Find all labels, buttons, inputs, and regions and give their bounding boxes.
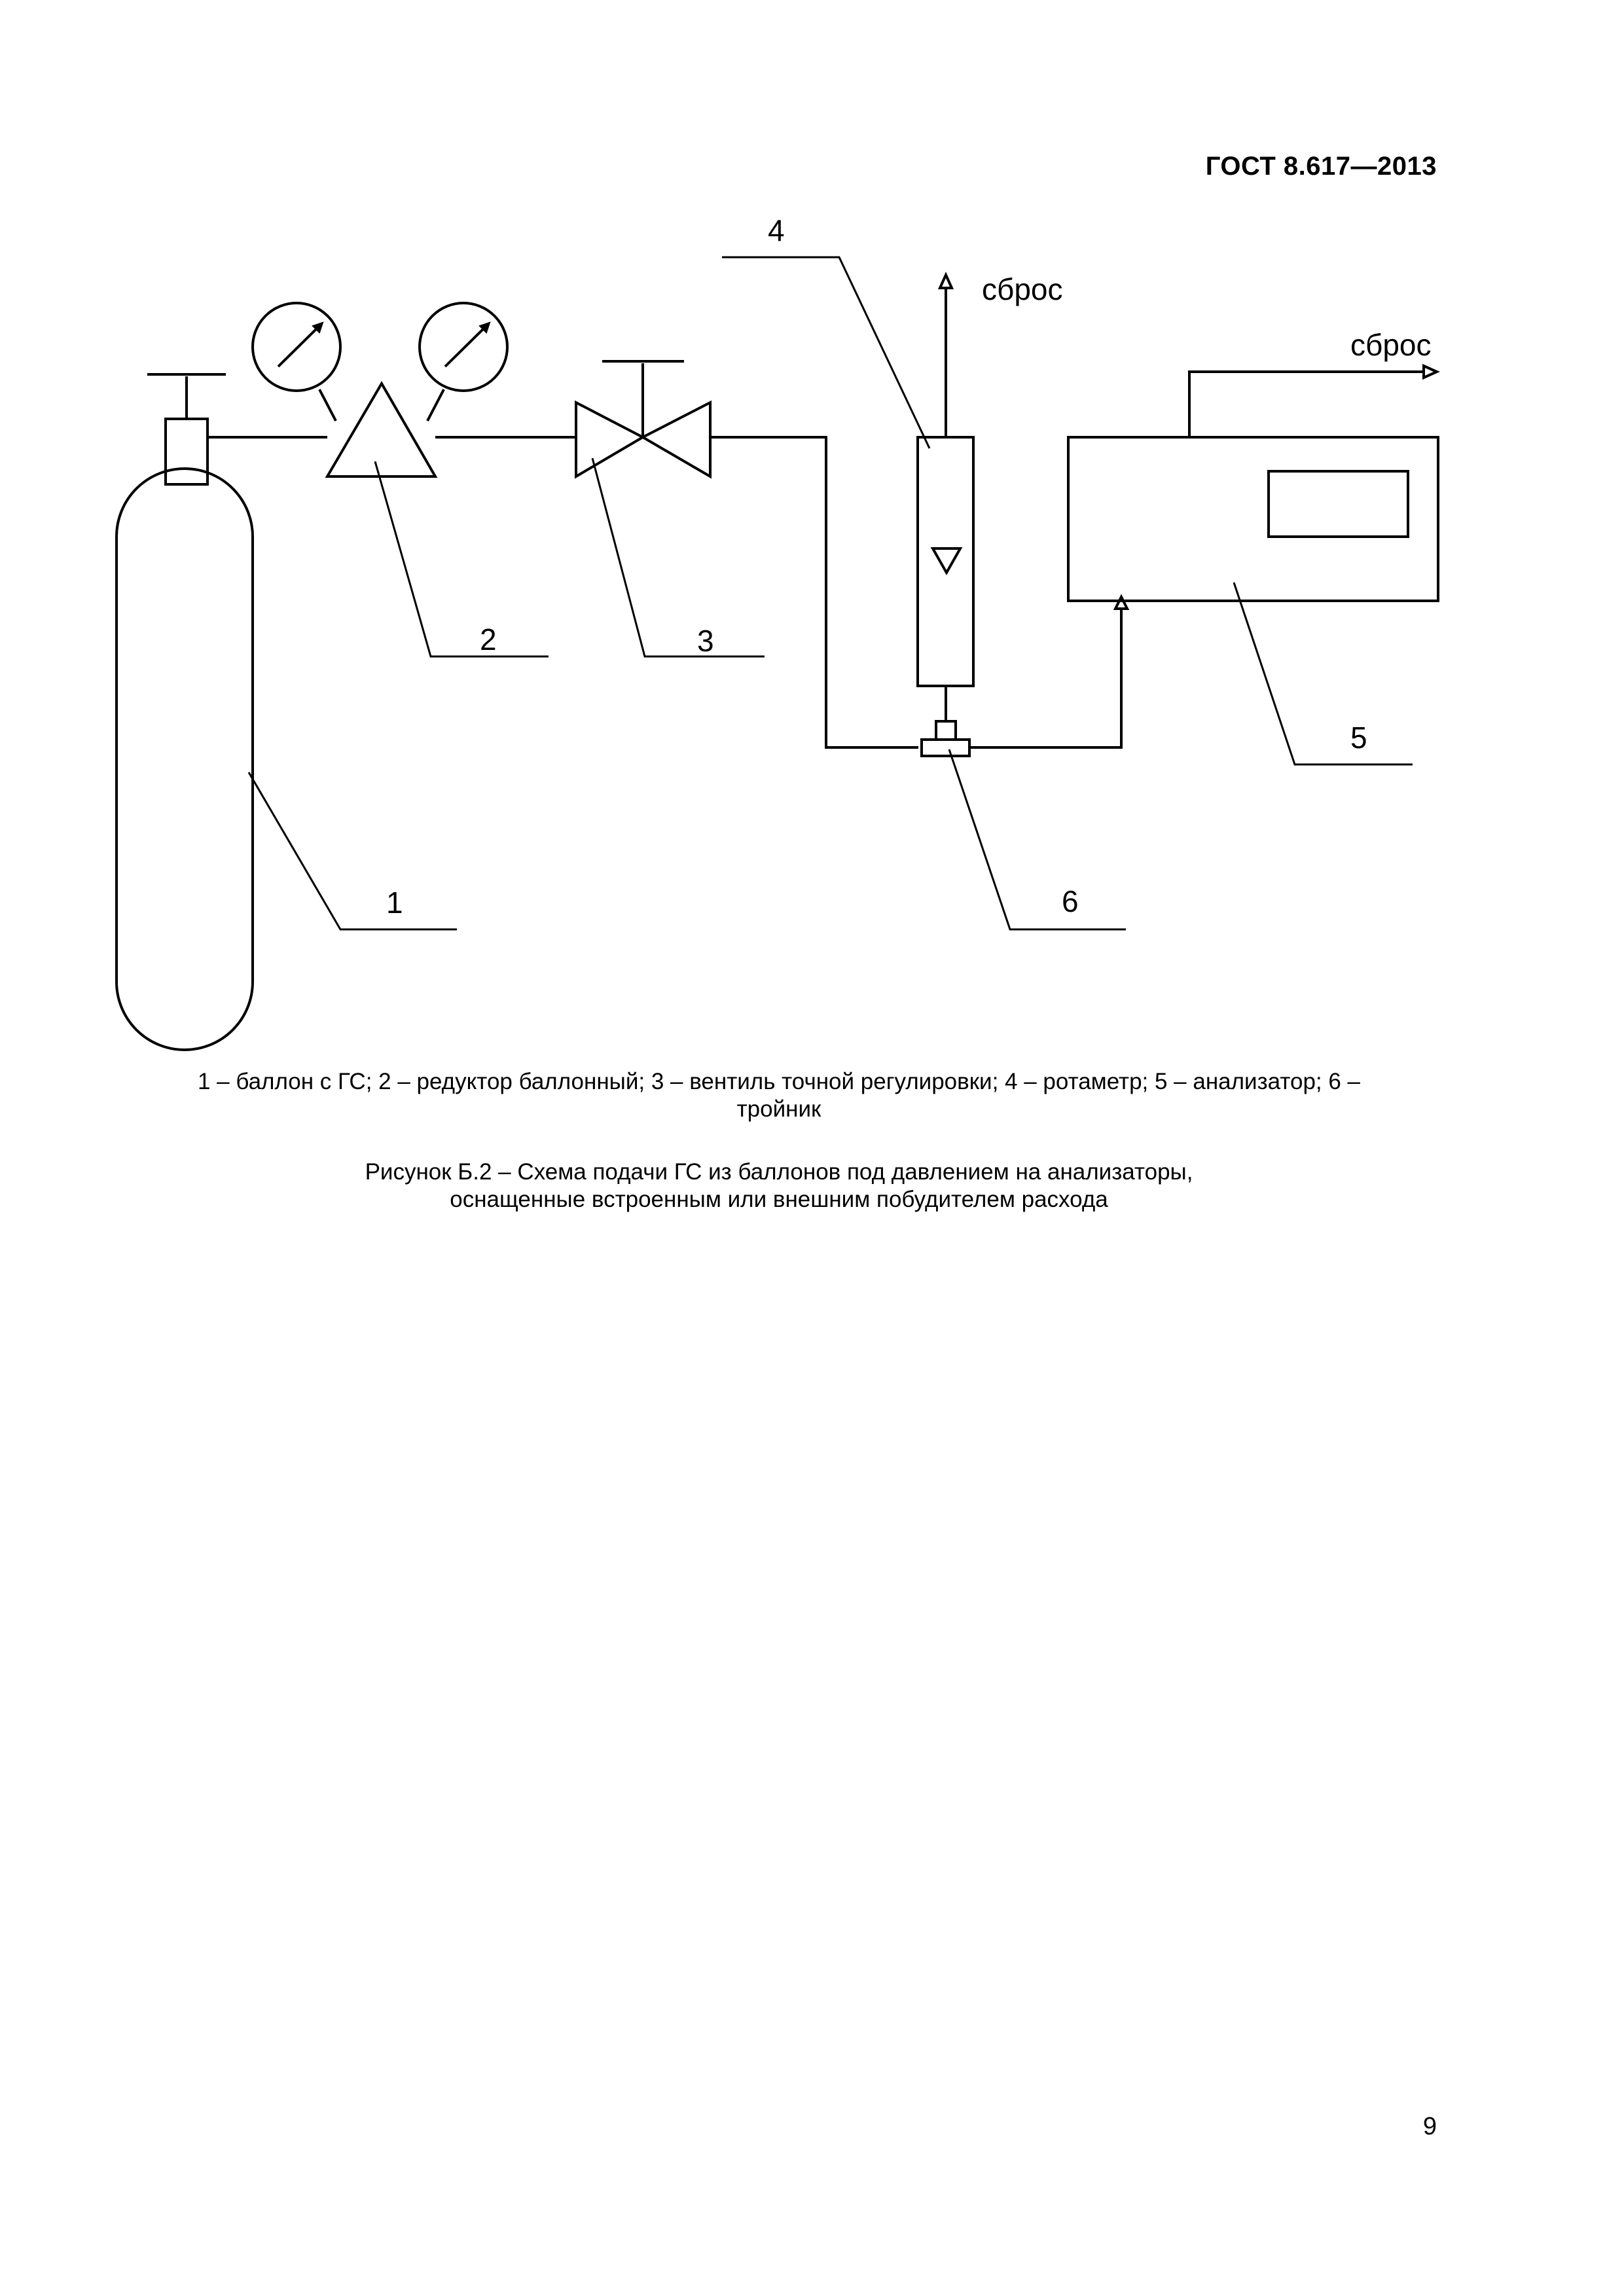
leader-4	[722, 256, 931, 449]
analyzer-inlet-arrow	[1113, 594, 1130, 610]
callout-5: 5	[1350, 721, 1367, 755]
fine-adjustment-valve	[575, 360, 712, 479]
callout-1: 1	[386, 886, 403, 920]
gauge-arrowhead-left	[312, 321, 324, 334]
callout-2: 2	[480, 622, 497, 656]
page-number: 9	[1422, 2113, 1437, 2140]
analyzer	[1067, 370, 1439, 602]
rotameter	[916, 288, 975, 687]
tee-fitting	[920, 686, 971, 757]
leader-5	[1233, 582, 1413, 766]
figure-caption-line-1: Рисунок Б.2 – Схема подачи ГС из баллоно…	[365, 1159, 1193, 1185]
leader-6	[948, 749, 1126, 931]
pipe-tee-to-analyzer	[969, 607, 1123, 749]
callout-4: 4	[768, 213, 785, 247]
rotameter-vent-arrow	[937, 272, 954, 289]
leader-3	[591, 457, 765, 658]
callout-3: 3	[697, 624, 714, 658]
leader-2	[374, 461, 549, 658]
gauge-arrowhead-right	[478, 321, 491, 334]
legend-line-1: 1 – баллон с ГС; 2 – редуктор баллонный;…	[197, 1069, 1361, 1094]
gas-cylinder	[115, 373, 254, 1051]
analyzer-vent-label: сброс	[1350, 328, 1432, 362]
legend-line-2: тройник	[736, 1096, 821, 1122]
leader-lines	[247, 256, 1413, 931]
cylinder-reducer	[251, 302, 509, 478]
analyzer-vent-arrow	[1422, 363, 1440, 380]
figure-legend: 1 – баллон с ГС; 2 – редуктор баллонный;…	[92, 1068, 1466, 1123]
document-header: ГОСТ 8.617—2013	[1205, 152, 1437, 181]
pipe-valve-to-tee	[710, 436, 918, 749]
gas-supply-diagram: 1 2 3 4 5 6 сброс сброс	[115, 213, 1440, 1051]
callout-6: 6	[1062, 884, 1079, 918]
figure-caption-line-2: оснащенные встроенным или внешним побуди…	[450, 1187, 1108, 1212]
rotameter-vent-label: сброс	[982, 272, 1063, 306]
figure-caption: Рисунок Б.2 – Схема подачи ГС из баллоно…	[92, 1158, 1466, 1213]
leader-1	[247, 772, 457, 931]
